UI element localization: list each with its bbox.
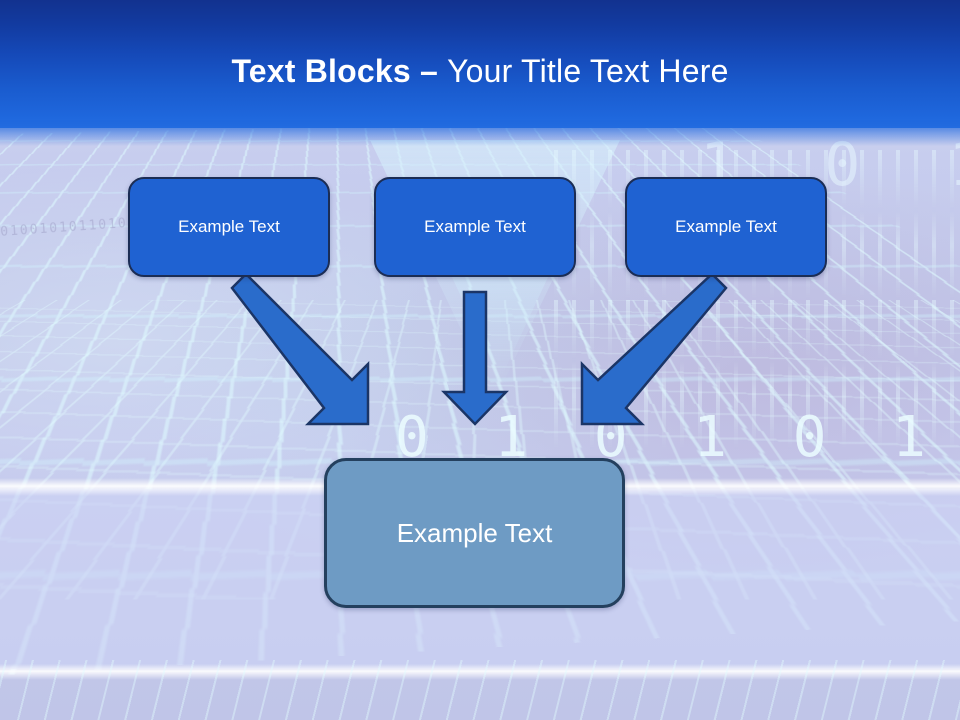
page-title: Text Blocks – Your Title Text Here <box>0 52 960 90</box>
text-block-node-3[interactable]: Example Text <box>625 177 827 277</box>
slide-header-bar <box>0 0 960 128</box>
header-gradient-fade <box>0 120 960 146</box>
text-block-node-3-label: Example Text <box>675 217 777 236</box>
background-separator-band-lower <box>0 664 960 680</box>
text-block-node-1-label: Example Text <box>178 217 280 236</box>
text-block-result-node[interactable]: Example Text <box>324 458 625 608</box>
text-block-node-1[interactable]: Example Text <box>128 177 330 277</box>
page-title-separator: – <box>419 53 448 89</box>
background-bottom-grid <box>0 660 960 720</box>
text-block-node-2-label: Example Text <box>424 217 526 236</box>
text-block-node-2[interactable]: Example Text <box>374 177 576 277</box>
text-block-result-node-label: Example Text <box>396 517 553 548</box>
page-title-rest: Your Title Text Here <box>447 53 729 89</box>
page-title-strong: Text Blocks <box>231 53 420 89</box>
